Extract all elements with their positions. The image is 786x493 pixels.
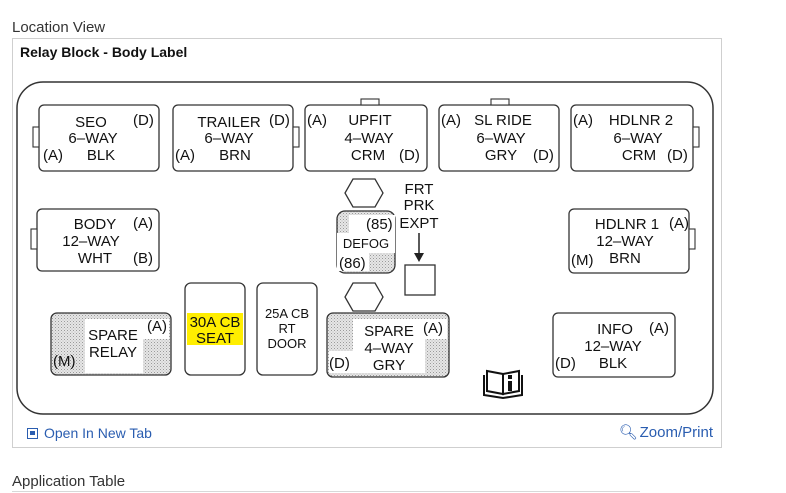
spare4-name: SPARE: [364, 323, 414, 340]
relay-defog: DEFOG (85) (86): [336, 210, 396, 274]
location-view-panel: Relay Block - Body Label SEO 6–WAY BLK (…: [12, 38, 722, 448]
open-in-new-tab-link[interactable]: Open In New Tab: [27, 425, 152, 441]
connector-hdlnr2: HDLNR 2 6–WAY CRM (A) (D): [570, 104, 700, 172]
hdlnr1-name: HDLNR 1: [595, 216, 659, 233]
trailer-ways: 6–WAY: [204, 130, 253, 147]
body-name: BODY: [74, 216, 117, 233]
spare-relay-pin-m: (M): [53, 353, 76, 370]
hdlnr2-ways: 6–WAY: [613, 130, 662, 147]
connector-body: BODY 12–WAY WHT (A) (B): [30, 208, 160, 272]
cb25-rating: 25A CB: [265, 306, 309, 321]
slride-color: GRY: [485, 147, 517, 164]
spare-relay-name: SPARE: [88, 327, 138, 344]
spare4-pin-a: (A): [423, 320, 443, 337]
body-ways: 12–WAY: [62, 233, 120, 250]
trailer-name: TRAILER: [197, 114, 261, 131]
frt-label: FRT: [405, 181, 434, 198]
trailer-pin-a: (A): [175, 147, 195, 164]
body-pin-a: (A): [133, 215, 153, 232]
frt-prk-expt-slot: [404, 264, 436, 296]
expt-label: EXPT: [399, 215, 438, 232]
body-color: WHT: [78, 250, 112, 267]
info-name: INFO: [597, 321, 633, 338]
slride-pin-d: (D): [533, 147, 554, 164]
seo-ways: 6–WAY: [68, 130, 117, 147]
connector-sl-ride: SL RIDE 6–WAY GRY (A) (D): [438, 98, 560, 172]
location-view-title: Location View: [12, 19, 106, 36]
hdlnr2-pin-d: (D): [667, 147, 688, 164]
defog-name: DEFOG: [343, 236, 389, 251]
new-tab-icon: [27, 428, 38, 439]
circuit-breaker-25a-rt-door: 25A CB RT DOOR: [256, 282, 318, 376]
book-info-icon: [483, 369, 523, 400]
hexagon-bottom: [344, 282, 384, 312]
defog-pin-85: (85): [366, 216, 393, 233]
connector-upfit: UPFIT 4–WAY CRM (A) (D): [304, 98, 428, 172]
hdlnr2-pin-a: (A): [573, 112, 593, 129]
prk-label: PRK: [404, 197, 435, 214]
trailer-pin-d: (D): [269, 112, 290, 129]
hdlnr1-color: BRN: [609, 250, 641, 267]
upfit-color: CRM: [351, 147, 385, 164]
application-table-divider: [12, 491, 640, 492]
panel-footer: Open In New Tab 🔍︎Zoom/Print: [13, 419, 721, 447]
upfit-ways: 4–WAY: [344, 130, 393, 147]
open-in-new-tab-label: Open In New Tab: [44, 425, 152, 441]
seo-pin-d: (D): [133, 112, 154, 129]
hdlnr2-name: HDLNR 2: [609, 112, 673, 129]
zoom-print-link[interactable]: 🔍︎Zoom/Print: [619, 423, 713, 441]
connector-hdlnr1: HDLNR 1 12–WAY BRN (A) (M): [568, 208, 696, 274]
zoom-print-label: Zoom/Print: [639, 424, 713, 441]
spare4-color: GRY: [373, 357, 405, 374]
body-pin-b: (B): [133, 250, 153, 267]
trailer-color: BRN: [219, 147, 251, 164]
connector-seo: SEO 6–WAY BLK (D) (A): [32, 104, 160, 172]
defog-pin-86: (86): [339, 255, 366, 272]
slride-pin-a: (A): [441, 112, 461, 129]
panel-title: Relay Block - Body Label: [20, 44, 188, 60]
relay-spare: SPARE RELAY (A) (M): [50, 312, 172, 376]
magnifier-icon: 🔍︎: [618, 424, 638, 441]
hdlnr1-pin-a: (A): [669, 215, 689, 232]
application-table-title: Application Table: [12, 473, 126, 490]
upfit-name: UPFIT: [348, 112, 391, 129]
circuit-breaker-30a-seat: 30A CB SEAT: [184, 282, 246, 376]
cb25-side: RT: [278, 321, 295, 336]
seo-name: SEO: [75, 114, 107, 131]
spare-relay-pin-a: (A): [147, 318, 167, 335]
spare4-ways: 4–WAY: [364, 340, 413, 357]
spare4-pin-d: (D): [329, 355, 350, 372]
frt-prk-expt: FRT PRK EXPT: [399, 181, 439, 296]
cb30-circuit: SEAT: [196, 330, 234, 347]
hdlnr2-color: CRM: [622, 147, 656, 164]
info-pin-d: (D): [555, 355, 576, 372]
hdlnr1-ways: 12–WAY: [596, 233, 654, 250]
spare-relay-type: RELAY: [89, 344, 137, 361]
hexagon-top: [344, 178, 384, 208]
info-color: BLK: [599, 355, 627, 372]
seo-color: BLK: [87, 147, 115, 164]
info-pin-a: (A): [649, 320, 669, 337]
connector-info: INFO 12–WAY BLK (A) (D): [552, 312, 676, 378]
hdlnr1-pin-m: (M): [571, 252, 594, 269]
upfit-pin-d: (D): [399, 147, 420, 164]
connector-trailer: TRAILER 6–WAY BRN (D) (A): [172, 104, 300, 172]
upfit-pin-a: (A): [307, 112, 327, 129]
slride-name: SL RIDE: [474, 112, 532, 129]
cb30-rating: 30A CB: [190, 314, 241, 331]
cb25-circuit: DOOR: [268, 336, 307, 351]
connector-spare-4way: SPARE 4–WAY GRY (A) (D): [326, 312, 450, 378]
slride-ways: 6–WAY: [476, 130, 525, 147]
seo-pin-a: (A): [43, 147, 63, 164]
info-ways: 12–WAY: [584, 338, 642, 355]
relay-block-diagram: SEO 6–WAY BLK (D) (A) TRAILER 6–WAY BRN …: [16, 81, 714, 415]
